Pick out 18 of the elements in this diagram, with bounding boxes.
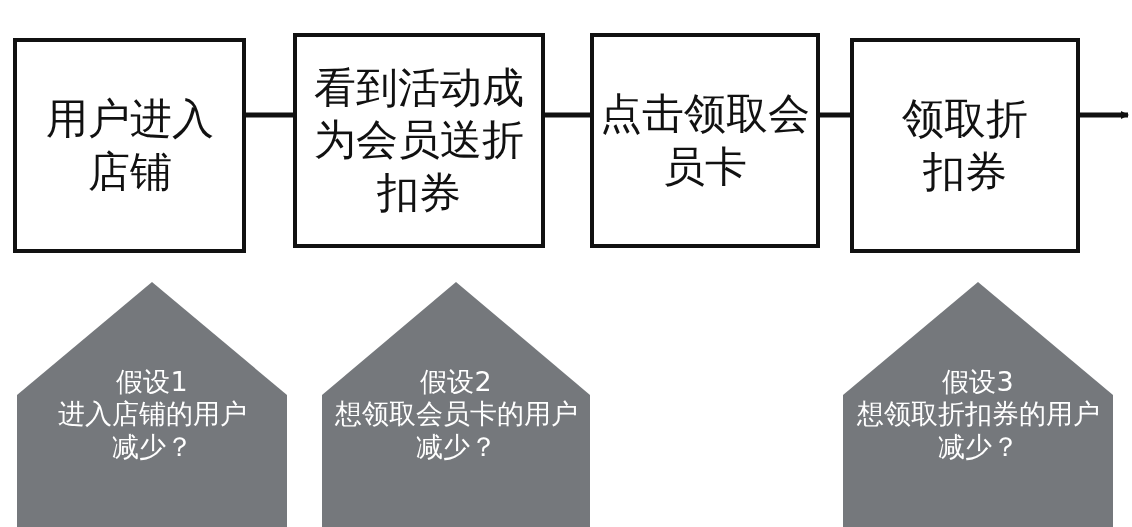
process-box — [850, 38, 1080, 253]
process-box — [293, 33, 545, 248]
hypothesis-text: 进入店铺的用户减少？ — [56, 398, 248, 464]
connector-line — [246, 112, 293, 118]
hypothesis-title: 假设2 — [419, 366, 493, 399]
arrow — [1080, 111, 1129, 119]
hypothesis-text: 想领取会员卡的用户减少？ — [333, 398, 579, 464]
process-box — [590, 33, 820, 248]
connector-line — [545, 112, 590, 118]
step-text: 看到活动成为会员送折扣券 — [313, 61, 525, 219]
hypothesis-text: 想领取折扣券的用户减少？ — [855, 398, 1101, 464]
connector-line — [820, 112, 850, 118]
step-text: 领取折扣券 — [901, 93, 1029, 198]
process-box — [13, 38, 246, 253]
step-text: 点击领取会员卡 — [600, 88, 810, 193]
hypothesis-title: 假设1 — [115, 366, 189, 399]
step-text: 用户进入店铺 — [44, 93, 215, 198]
hypothesis-title: 假设3 — [941, 366, 1015, 399]
